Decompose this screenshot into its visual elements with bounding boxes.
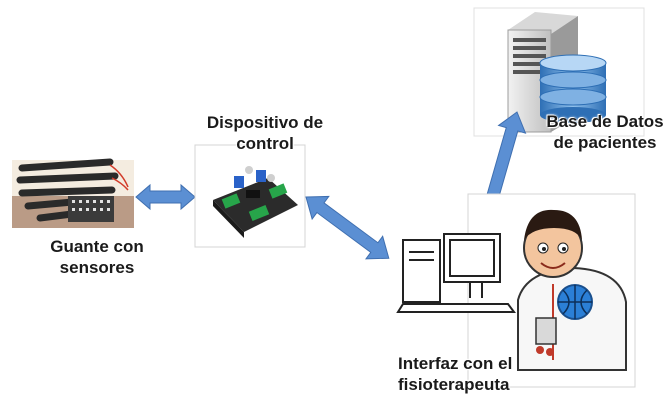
interface-label-line2: fisioterapeuta bbox=[398, 375, 510, 394]
controller-label-line2: control bbox=[236, 134, 294, 153]
control-device-image bbox=[194, 144, 306, 248]
controller-label-line1: Dispositivo de bbox=[206, 113, 324, 132]
glove-label-line2: sensores bbox=[59, 258, 135, 277]
glove-label-line1: Guante con bbox=[50, 237, 144, 256]
database-label-line2: de pacientes bbox=[553, 133, 657, 152]
glove-image bbox=[12, 158, 134, 228]
controller-label: Dispositivo de control bbox=[194, 112, 336, 154]
interface-label: Interfaz con el fisioterapeuta bbox=[398, 353, 528, 395]
glove-label: Guante con sensores bbox=[36, 236, 158, 278]
database-label: Base de Datos de pacientes bbox=[540, 111, 670, 153]
interface-label-line1: Interfaz con el bbox=[398, 354, 513, 373]
physiotherapist-image bbox=[517, 209, 627, 371]
database-server-image bbox=[473, 7, 645, 137]
arrow-controller-interface bbox=[305, 195, 390, 260]
computer-image bbox=[396, 233, 516, 313]
arrow-glove-controller bbox=[135, 183, 196, 211]
database-label-line1: Base de Datos bbox=[546, 112, 664, 131]
